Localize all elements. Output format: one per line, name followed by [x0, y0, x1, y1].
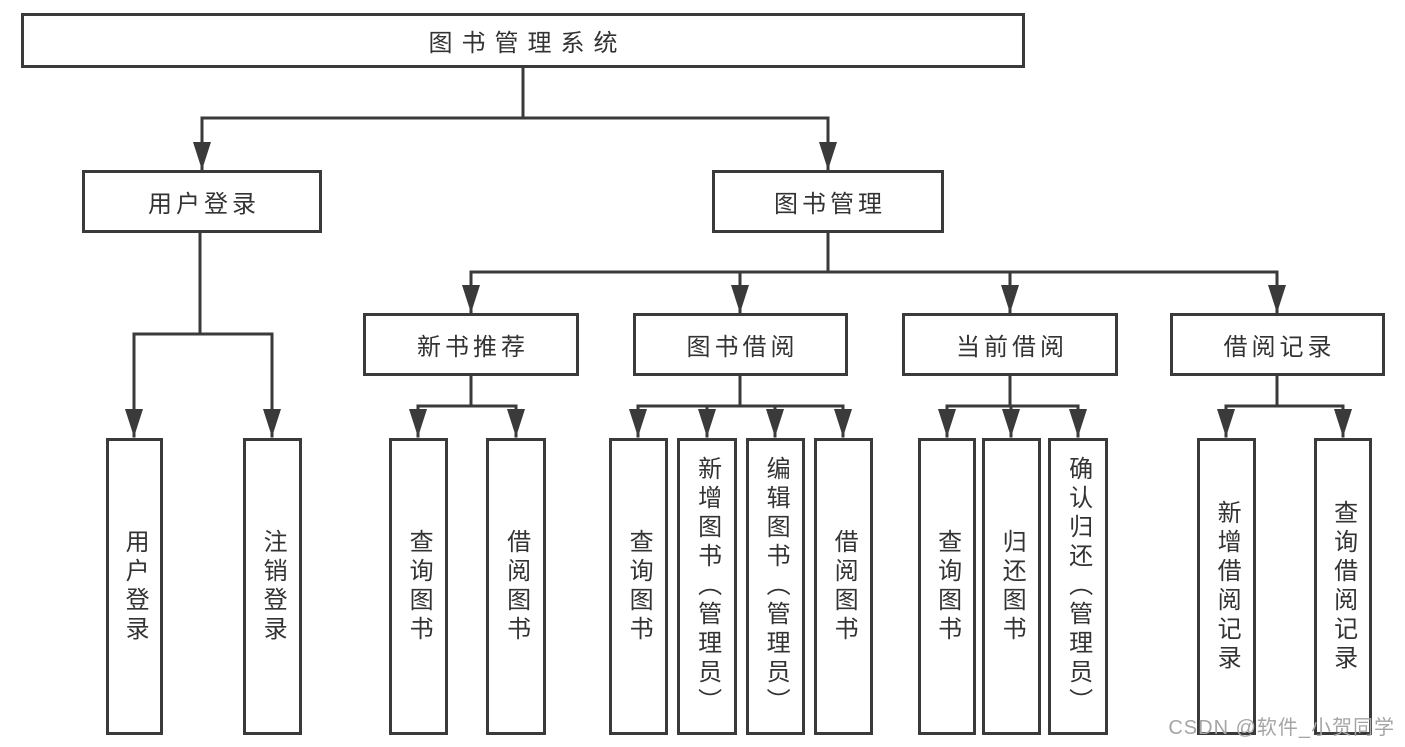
node-label: 新书推荐 — [417, 334, 529, 361]
node-user-login: 用户登录 — [82, 170, 322, 233]
leaf-query-book-current: 查询图书 — [918, 438, 976, 735]
leaf-user-login: 用户登录 — [106, 438, 163, 735]
leaf-add-borrow-record: 新增借阅记录 — [1197, 438, 1256, 735]
leaf-label: 查询图书 — [625, 528, 653, 645]
leaf-query-book-borrow: 查询图书 — [609, 438, 668, 735]
leaf-label: 借阅图书 — [830, 528, 858, 645]
node-library-management-system: 图书管理系统 — [21, 13, 1025, 68]
leaf-label: 查询借阅记录 — [1329, 499, 1357, 674]
leaf-label: 新增借阅记录 — [1213, 499, 1241, 674]
leaf-label: 归还图书 — [998, 528, 1026, 645]
csdn-watermark: CSDN @软件_小贺同学 — [1168, 717, 1395, 739]
node-borrow-record: 借阅记录 — [1170, 313, 1385, 376]
leaf-label: 编辑图书（管理员） — [762, 456, 790, 717]
node-label: 图书管理系统 — [428, 30, 627, 57]
leaf-logout: 注销登录 — [243, 438, 302, 735]
node-label: 当前借阅 — [956, 334, 1068, 361]
node-book-management: 图书管理 — [712, 170, 944, 233]
leaf-add-book-admin: 新增图书（管理员） — [677, 438, 737, 735]
leaf-query-book-recommend: 查询图书 — [389, 438, 448, 735]
leaf-label: 用户登录 — [121, 528, 149, 645]
node-label: 图书借阅 — [686, 334, 799, 361]
leaf-label: 查询图书 — [933, 528, 961, 645]
node-label: 用户登录 — [148, 191, 260, 218]
leaf-label: 借阅图书 — [502, 528, 530, 645]
node-label: 图书管理 — [774, 191, 886, 218]
leaf-label: 注销登录 — [259, 528, 287, 645]
leaf-label: 查询图书 — [405, 528, 433, 645]
node-book-borrow: 图书借阅 — [633, 313, 848, 376]
leaf-borrow-book: 借阅图书 — [814, 438, 873, 735]
leaf-borrow-book-recommend: 借阅图书 — [486, 438, 546, 735]
leaf-return-book: 归还图书 — [982, 438, 1041, 735]
leaf-query-borrow-record: 查询借阅记录 — [1314, 438, 1372, 735]
leaf-label: 新增图书（管理员） — [693, 456, 721, 717]
node-current-borrow: 当前借阅 — [902, 313, 1118, 376]
node-label: 借阅记录 — [1223, 334, 1336, 361]
leaf-confirm-return-admin: 确认归还（管理员） — [1048, 438, 1108, 735]
leaf-edit-book-admin: 编辑图书（管理员） — [746, 438, 805, 735]
node-new-book-recommend: 新书推荐 — [363, 313, 579, 376]
leaf-label: 确认归还（管理员） — [1064, 456, 1092, 717]
